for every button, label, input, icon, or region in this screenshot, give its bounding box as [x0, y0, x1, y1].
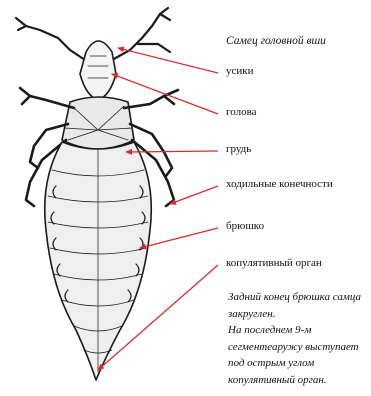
note-line: сегментеаружу выступает	[228, 339, 368, 356]
note-line: копулятивный орган.	[228, 372, 368, 389]
note-line: На последнем 9-м	[228, 322, 368, 339]
label-thorax: грудь	[226, 143, 251, 155]
label-antennae: усики	[226, 65, 254, 77]
thorax-drawing	[62, 97, 134, 149]
label-legs: ходильные конечности	[226, 178, 333, 190]
label-head: голова	[226, 106, 257, 118]
arrow-thorax	[126, 151, 218, 152]
label-abdomen: брюшко	[226, 220, 264, 232]
note-line: Задний конец брюшка самца	[228, 289, 368, 306]
label-copulatory: копулятивный орган	[226, 257, 322, 269]
arrow-legs	[170, 186, 218, 204]
note-text: Задний конец брюшка самца закруглен. На …	[228, 289, 368, 388]
louse-illustration	[16, 8, 178, 380]
head-drawing	[80, 41, 116, 100]
diagram-title: Самец головной вши	[226, 35, 326, 47]
note-line: под острым углом	[228, 355, 368, 372]
note-line: закруглен.	[228, 306, 368, 323]
arrow-abdomen	[140, 228, 218, 248]
